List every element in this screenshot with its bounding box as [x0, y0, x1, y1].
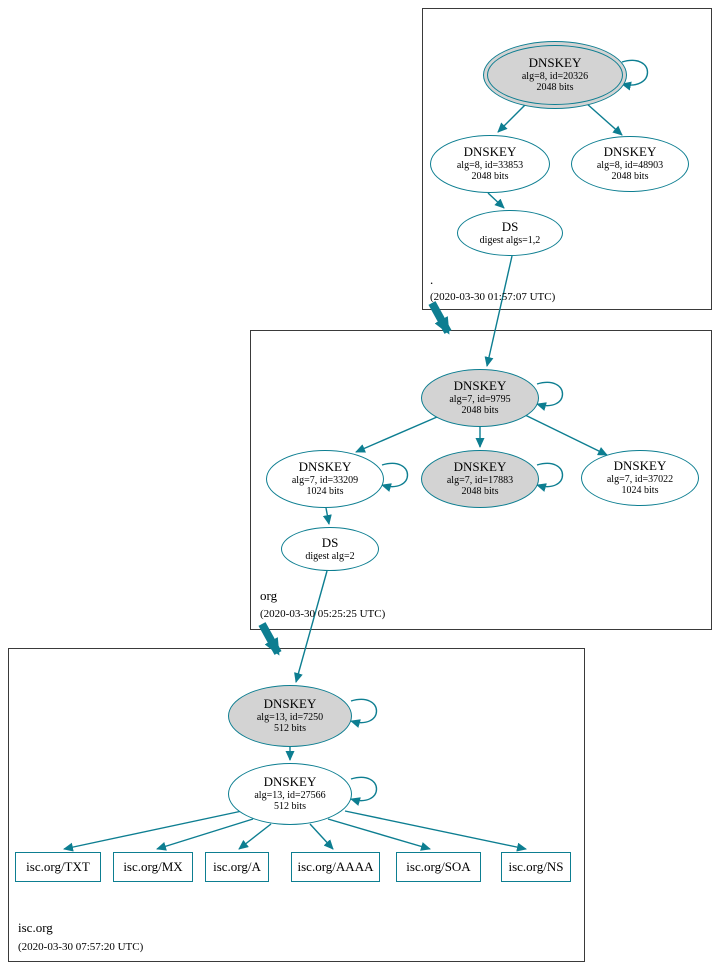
edge-root-ksk-to-zsk2: [585, 102, 623, 136]
rrset-isc-org-ns[interactable]: isc.org/NS: [501, 852, 571, 882]
node-bits: 1024 bits: [621, 485, 659, 497]
edge-org-ds-to-isc-ksk: [294, 570, 328, 683]
zone-box-root: [422, 8, 712, 310]
rrset-isc-org-txt[interactable]: isc.org/TXT: [15, 852, 101, 882]
edge-root-zsk1-to-ds: [487, 192, 505, 209]
dnskey-node-root-zsk2[interactable]: DNSKEY alg=8, id=48903 2048 bits: [571, 136, 689, 192]
rrset-isc-org-a[interactable]: isc.org/A: [205, 852, 269, 882]
dnskey-node-org-zsk1[interactable]: DNSKEY alg=7, id=33209 1024 bits: [266, 450, 384, 508]
zone-timestamp-isc-org: (2020-03-30 07:57:20 UTC): [18, 941, 144, 953]
zone-label-root: .: [430, 272, 434, 287]
edge-isc-zsk-selfloop: [350, 776, 377, 806]
edge-isc-zsk-to-soa: [327, 818, 431, 851]
node-bits: 2048 bits: [461, 405, 499, 417]
edge-root-ksk-selfloop: [621, 59, 648, 91]
node-alg-id: alg=8, id=20326: [521, 70, 589, 82]
node-alg-id: alg=7, id=33209: [291, 474, 359, 486]
edge-isc-zsk-to-aaaa: [309, 823, 334, 850]
dnskey-node-root-zsk1[interactable]: DNSKEY alg=8, id=33853 2048 bits: [430, 135, 550, 193]
dnskey-node-isc-ksk[interactable]: DNSKEY alg=13, id=7250 512 bits: [228, 685, 352, 747]
dnskey-node-org-ksk2[interactable]: DNSKEY alg=7, id=17883 2048 bits: [421, 450, 539, 508]
node-title: DNSKEY: [453, 459, 507, 475]
edge-isc-ksk-selfloop: [350, 698, 377, 728]
node-alg-id: alg=8, id=48903: [596, 159, 664, 171]
node-title: DNSKEY: [298, 459, 352, 475]
edge-org-zsk1-to-ds: [322, 507, 332, 525]
edge-root-ds-to-org-ksk: [484, 255, 513, 367]
node-title: DNSKEY: [613, 458, 667, 474]
node-bits: 512 bits: [274, 801, 306, 813]
edge-isc-zsk-to-txt: [63, 810, 243, 852]
node-title: DNSKEY: [453, 378, 507, 394]
zone-label-org: org: [260, 588, 278, 603]
delegation-arrow-org-to-isc: [258, 622, 282, 656]
node-alg-id: alg=8, id=33853: [456, 159, 524, 171]
node-title: DNSKEY: [463, 144, 517, 160]
edge-org-ksk-to-zsk1: [355, 416, 438, 453]
node-bits: 512 bits: [274, 723, 306, 735]
delegation-arrow-root-to-org: [428, 301, 452, 335]
zone-label-isc-org: isc.org: [18, 920, 53, 935]
node-title: DNSKEY: [603, 144, 657, 160]
node-bits: 2048 bits: [611, 171, 649, 183]
zone-timestamp-org: (2020-03-30 05:25:25 UTC): [260, 608, 386, 620]
edge-root-ksk-to-zsk1: [497, 103, 527, 133]
dnskey-node-root-ksk[interactable]: DNSKEY alg=8, id=20326 2048 bits: [483, 41, 627, 109]
node-alg-id: alg=7, id=9795: [449, 393, 511, 405]
zone-box-org: [250, 330, 712, 630]
node-digest: digest algs=1,2: [479, 234, 541, 246]
zone-box-isc-org: [8, 648, 585, 962]
ds-node-org[interactable]: DS digest alg=2: [281, 527, 379, 571]
node-bits: 2048 bits: [461, 486, 499, 498]
node-alg-id: alg=13, id=27566: [254, 789, 326, 801]
node-alg-id: alg=13, id=7250: [256, 711, 324, 723]
edge-isc-zsk-to-mx: [156, 818, 254, 851]
node-alg-id: alg=7, id=37022: [606, 473, 674, 485]
rrset-isc-org-aaaa[interactable]: isc.org/AAAA: [291, 852, 380, 882]
node-title: DNSKEY: [528, 55, 582, 71]
edge-isc-zsk-to-ns: [344, 810, 527, 852]
dnskey-node-isc-zsk[interactable]: DNSKEY alg=13, id=27566 512 bits: [228, 763, 352, 825]
node-title: DS: [501, 218, 519, 234]
node-title: DS: [321, 534, 339, 550]
node-digest: digest alg=2: [305, 550, 355, 562]
rrset-isc-org-soa[interactable]: isc.org/SOA: [396, 852, 481, 882]
edge-org-ksk-to-zsk2: [522, 413, 608, 456]
node-title: DNSKEY: [263, 774, 317, 790]
zone-timestamp-root: (2020-03-30 01:57:07 UTC): [430, 291, 556, 303]
dnskey-node-org-ksk[interactable]: DNSKEY alg=7, id=9795 2048 bits: [421, 369, 539, 427]
rrset-isc-org-mx[interactable]: isc.org/MX: [113, 852, 193, 882]
edge-org-zsk1-selfloop: [381, 462, 408, 492]
node-bits: 1024 bits: [306, 486, 344, 498]
ds-node-root[interactable]: DS digest algs=1,2: [457, 210, 563, 256]
node-alg-id: alg=7, id=17883: [446, 474, 514, 486]
edge-org-ksk2-selfloop: [536, 462, 563, 492]
node-title: DNSKEY: [263, 696, 317, 712]
dnskey-node-org-zsk2[interactable]: DNSKEY alg=7, id=37022 1024 bits: [581, 450, 699, 506]
edge-isc-zsk-to-a: [238, 823, 272, 850]
node-bits: 2048 bits: [536, 82, 574, 94]
node-bits: 2048 bits: [471, 171, 509, 183]
edge-org-ksk-selfloop: [536, 381, 563, 411]
